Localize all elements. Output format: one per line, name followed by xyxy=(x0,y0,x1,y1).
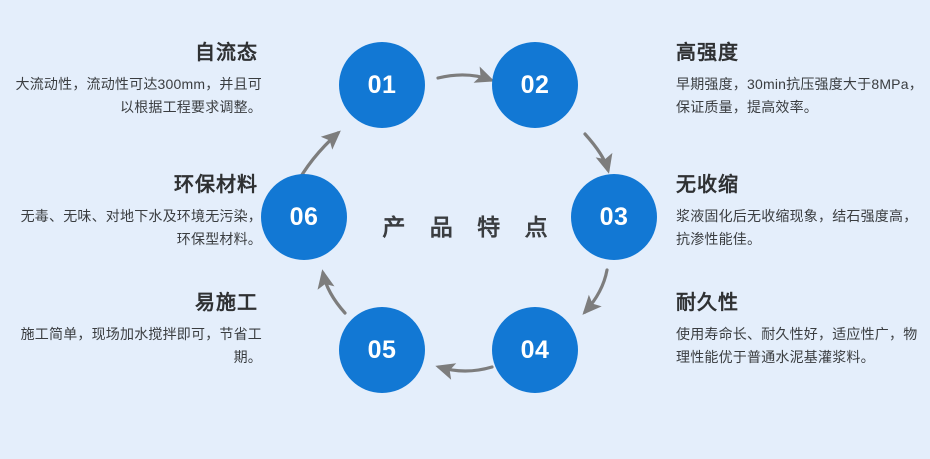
feature-block-no-shrinkage: 无收缩 浆液固化后无收缩现象，结石强度高，抗渗性能佳。 xyxy=(676,172,926,250)
cycle-node-label: 05 xyxy=(367,335,397,364)
arrow-05-to-06 xyxy=(317,269,347,315)
feature-body: 浆液固化后无收缩现象，结石强度高，抗渗性能佳。 xyxy=(676,208,918,247)
feature-block-easy-construction: 易施工 施工简单，现场加水搅拌即可，节省工期。 xyxy=(12,290,262,368)
diagram-center-title: 产 品 特 点 xyxy=(382,214,557,240)
cycle-diagram: 01 02 03 04 05 06 产 品 特 点 xyxy=(255,30,675,430)
feature-heading: 无收缩 xyxy=(676,174,739,196)
feature-heading: 环保材料 xyxy=(174,174,258,196)
cycle-node-label: 03 xyxy=(599,202,629,231)
cycle-node-label: 04 xyxy=(520,335,550,364)
cycle-node-03[interactable]: 03 xyxy=(571,174,657,260)
cycle-node-02[interactable]: 02 xyxy=(492,42,578,128)
arrow-04-to-05 xyxy=(435,363,494,380)
feature-block-high-strength: 高强度 早期强度，30min抗压强度大于8MPa，保证质量，提高效率。 xyxy=(676,40,926,118)
feature-block-self-leveling: 自流态 大流动性，流动性可达300mm，并且可以根据工程要求调整。 xyxy=(12,40,262,118)
feature-heading: 耐久性 xyxy=(676,292,739,314)
arrow-03-to-04 xyxy=(582,268,609,315)
cycle-node-06[interactable]: 06 xyxy=(261,174,347,260)
cycle-node-label: 06 xyxy=(289,202,319,231)
cycle-node-01[interactable]: 01 xyxy=(339,42,425,128)
cycle-node-label: 01 xyxy=(367,70,397,99)
arrow-02-to-03 xyxy=(583,132,613,174)
feature-heading: 自流态 xyxy=(195,42,258,64)
feature-heading: 高强度 xyxy=(676,42,739,64)
cycle-node-04[interactable]: 04 xyxy=(492,307,578,393)
feature-body: 施工简单，现场加水搅拌即可，节省工期。 xyxy=(20,326,262,365)
feature-body: 大流动性，流动性可达300mm，并且可以根据工程要求调整。 xyxy=(15,76,262,115)
feature-body: 早期强度，30min抗压强度大于8MPa，保证质量，提高效率。 xyxy=(676,76,923,115)
arrow-01-to-02 xyxy=(436,66,495,83)
feature-body: 使用寿命长、耐久性好，适应性广，物理性能优于普通水泥基灌浆料。 xyxy=(676,326,918,365)
feature-block-durability: 耐久性 使用寿命长、耐久性好，适应性广，物理性能优于普通水泥基灌浆料。 xyxy=(676,290,926,368)
feature-body: 无毒、无味、对地下水及环境无污染，环保型材料。 xyxy=(20,208,262,247)
cycle-node-05[interactable]: 05 xyxy=(339,307,425,393)
cycle-node-label: 02 xyxy=(520,70,550,99)
feature-block-eco-material: 环保材料 无毒、无味、对地下水及环境无污染，环保型材料。 xyxy=(12,172,262,250)
feature-heading: 易施工 xyxy=(195,292,258,314)
